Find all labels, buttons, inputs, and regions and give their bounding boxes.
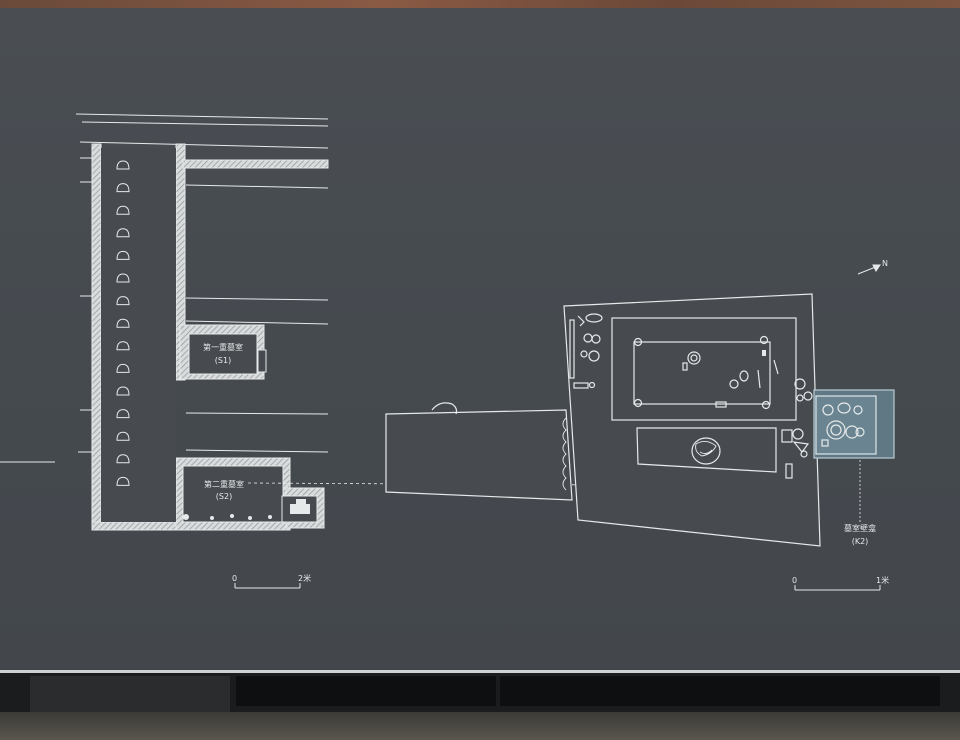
floor [0,712,960,740]
chamber-s2-code: (S2) [215,492,233,501]
step-marker [116,160,130,170]
pit-k2-name: 墓室壁龛 [844,524,876,533]
step-marker [116,250,130,260]
left-scale-start: 0 [232,574,238,583]
step-marker [116,273,130,283]
step-marker [116,386,130,396]
step-marker [116,318,130,328]
background-wall [0,0,960,10]
right-scale-bar [794,585,881,591]
left-tomb-plan [0,113,611,531]
right-tomb-plan [385,293,895,547]
pit-k2-code: (K2) [851,537,869,546]
step-marker [116,183,130,193]
chamber-s1-name: 第一重墓室 [203,343,243,352]
step-marker [116,205,130,215]
left-scale-bar [234,583,301,589]
base-panel [30,676,230,712]
step-marker [116,476,130,486]
step-marker [116,296,130,306]
step-marker [116,454,130,464]
base-panel [500,676,940,706]
right-scale-end: 1米 [876,576,890,585]
step-marker [116,431,130,441]
step-marker [116,409,130,419]
north-label: N [882,259,888,268]
chamber-s1-code: (S1) [214,356,232,365]
base-panel [236,676,496,706]
step-marker [116,341,130,351]
left-scale-end: 2米 [298,574,312,583]
step-marker [116,228,130,238]
north-arrow-icon [857,264,881,275]
right-scale-start: 0 [792,576,798,585]
chamber-s2-name: 第二重墓室 [204,480,244,489]
step-markers [116,160,130,486]
step-marker [116,363,130,373]
board-edge [0,670,960,673]
